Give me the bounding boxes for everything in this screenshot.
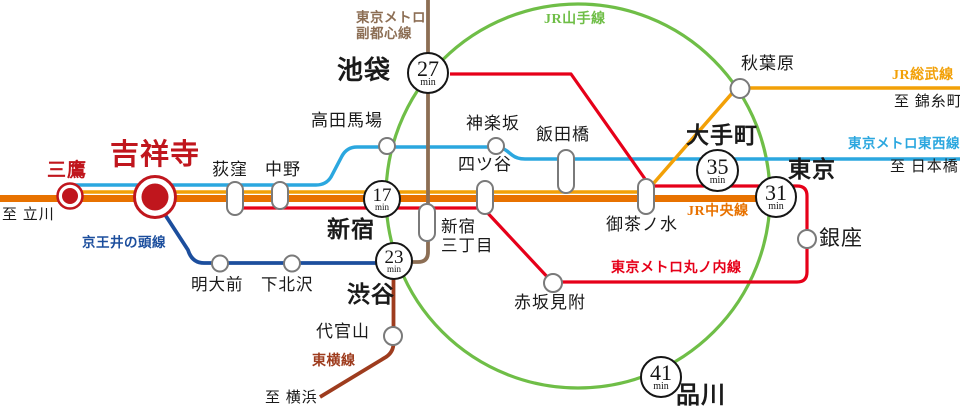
station-label-iidabashi: 飯田橋 <box>536 125 590 144</box>
station-label-takadanobaba: 高田馬場 <box>311 111 383 130</box>
station-label-mitaka: 三鷹 <box>47 160 88 181</box>
travel-time-value-shinagawa: 41 <box>650 360 672 385</box>
station-label-shinjuku-sanchome-l1: 新宿 <box>441 217 476 236</box>
daikanyama-marker <box>383 326 403 346</box>
akasaka-mitsuke-marker <box>543 273 563 293</box>
station-label-otemachi: 大手町 <box>686 123 758 148</box>
highlight-markers <box>56 175 177 219</box>
ochanomizu-marker <box>637 178 655 215</box>
iidabashi-marker <box>557 149 575 194</box>
travel-time-unit: min <box>374 202 389 212</box>
fukutoshin-line <box>411 0 430 264</box>
station-label-shinjuku-sanchome: 新宿 三丁目 <box>441 217 494 256</box>
meidaimae-marker <box>211 254 229 273</box>
interchange-markers <box>211 78 817 346</box>
travel-time-value-shinjuku: 17 <box>372 185 392 206</box>
station-label-kagurazaka: 神楽坂 <box>466 114 520 133</box>
travel-time-unit: min <box>653 381 669 392</box>
station-label-ikebukuro: 池袋 <box>337 56 392 85</box>
line-label-marunouchi: 東京メトロ丸ノ内線 <box>611 261 742 276</box>
travel-time-unit: min <box>386 264 401 274</box>
kagurazaka-marker <box>487 137 505 155</box>
destination-label-kinshicho: 至 錦糸町 <box>894 94 960 110</box>
travel-time-value-tokyo: 31 <box>765 180 787 205</box>
travel-time-badge-shinjuku: 17 min <box>363 180 401 218</box>
tozai-line <box>70 145 960 187</box>
travel-time-value-ikebukuro: 27 <box>417 56 439 81</box>
station-label-nakano: 中野 <box>265 160 301 179</box>
station-label-shinjuku: 新宿 <box>327 217 375 242</box>
station-label-shibuya: 渋谷 <box>347 282 395 307</box>
travel-time-badge-shibuya: 23 min <box>375 242 413 280</box>
ogikubo-marker <box>226 181 244 216</box>
station-label-ochanomizu: 御茶ノ水 <box>606 215 678 234</box>
station-label-yotsuya: 四ツ谷 <box>458 155 512 174</box>
akihabara-marker <box>729 78 751 99</box>
shimokitazawa-marker <box>283 254 301 273</box>
destination-label-nihombashi: 至 日本橋 <box>890 159 959 175</box>
line-label-fukutoshin-l2: 副都心線 <box>356 25 412 41</box>
station-label-ginza: 銀座 <box>819 226 863 250</box>
station-label-akasaka-mitsuke: 赤坂見附 <box>514 293 586 312</box>
line-label-keio-inokashira: 京王井の頭線 <box>82 235 166 250</box>
station-label-tokyo: 東京 <box>788 157 836 182</box>
yotsuya-marker <box>476 180 494 215</box>
kichijoji-marker-core <box>141 183 169 211</box>
destination-label-tachikawa: 至 立川 <box>2 207 55 223</box>
station-label-daikanyama: 代官山 <box>316 322 370 341</box>
shinjuku-sanchome-marker <box>418 203 436 242</box>
nakano-marker <box>271 181 289 210</box>
travel-time-unit: min <box>709 174 726 186</box>
travel-time-unit: min <box>420 77 436 88</box>
line-label-sobu: JR総武線 <box>892 68 954 83</box>
ginza-marker <box>797 229 817 249</box>
station-label-shinagawa: 品川 <box>676 383 726 409</box>
keio-inokashira-line <box>160 208 377 265</box>
line-label-yamanote: JR山手線 <box>544 12 606 27</box>
travel-time-unit: min <box>768 201 784 212</box>
station-label-meidaimae: 明大前 <box>191 275 244 294</box>
mitaka-marker-core <box>62 188 78 204</box>
destination-label-yokohama: 至 横浜 <box>265 390 318 406</box>
station-label-ogikubo: 荻窪 <box>212 160 248 179</box>
line-label-fukutoshin-l1: 東京メトロ <box>356 10 426 25</box>
travel-time-value-otemachi: 35 <box>706 153 729 179</box>
travel-time-badge-otemachi: 35 min <box>696 149 739 192</box>
station-label-kichijoji: 吉祥寺 <box>110 139 201 171</box>
travel-time-badge-shinagawa: 41 min <box>640 356 682 398</box>
travel-time-badge-ikebukuro: 27 min <box>407 52 449 94</box>
line-label-toyoko: 東横線 <box>312 354 356 369</box>
travel-time-value-shibuya: 23 <box>384 247 404 268</box>
line-label-chuo: JR中央線 <box>687 204 749 219</box>
station-label-shimokitazawa: 下北沢 <box>261 275 314 294</box>
takadanobaba-marker <box>378 137 396 155</box>
line-label-fukutoshin: 東京メトロ 副都心線 <box>356 10 426 41</box>
line-label-tozai: 東京メトロ東西線 <box>848 136 960 151</box>
travel-time-badge-tokyo: 31 min <box>755 176 797 218</box>
station-label-akihabara: 秋葉原 <box>741 54 795 73</box>
station-label-shinjuku-sanchome-l2: 三丁目 <box>441 235 494 255</box>
